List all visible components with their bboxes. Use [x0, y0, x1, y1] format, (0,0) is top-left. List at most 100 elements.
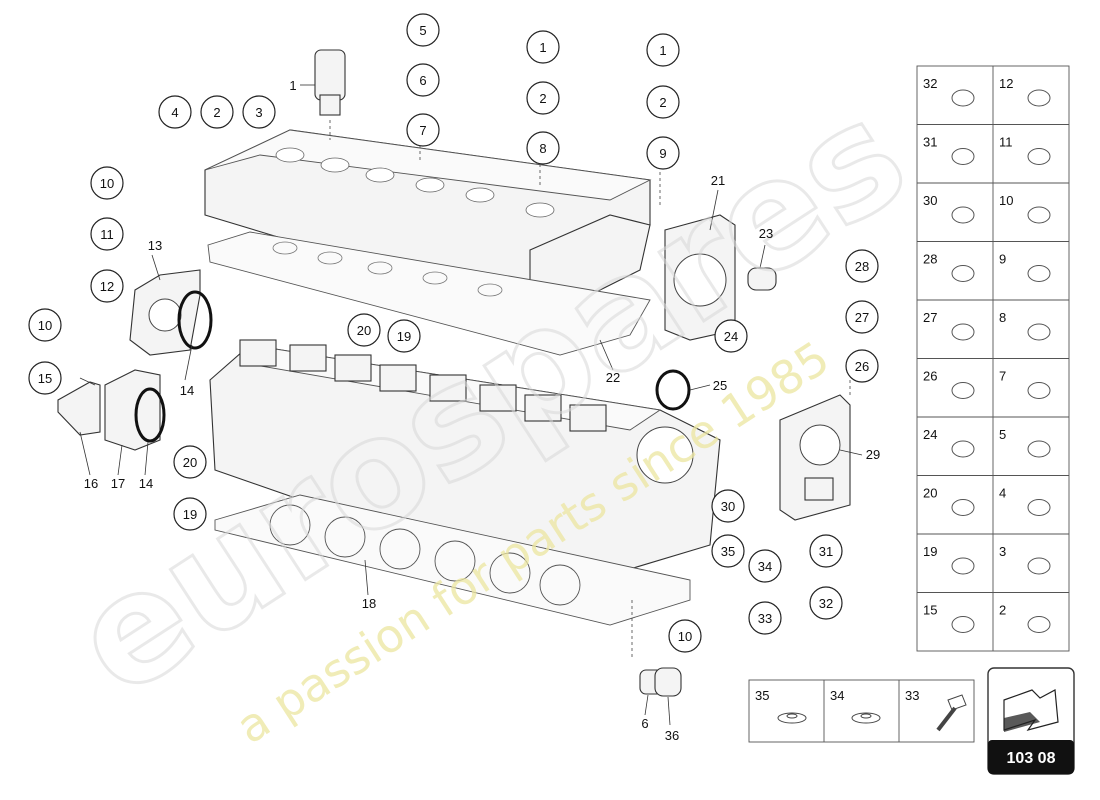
- legend-number-27: 27: [923, 310, 937, 325]
- leader-lines: [79, 84, 863, 726]
- svg-text:32: 32: [819, 596, 833, 611]
- part-thumbnail-icon: [1027, 265, 1051, 282]
- label-36: 36: [665, 728, 679, 743]
- part-labels: 1 13 14 14 16 17 21 22 23 25 29 18 6 36: [84, 78, 880, 743]
- svg-text:30: 30: [721, 499, 735, 514]
- callout-10: 10: [90, 166, 124, 200]
- svg-text:19: 19: [183, 507, 197, 522]
- end-cover-plate: [664, 214, 736, 341]
- o-ring-25: [655, 369, 691, 411]
- part-thumbnail-icon: [1027, 616, 1051, 633]
- svg-text:33: 33: [758, 611, 772, 626]
- part-thumbnail-icon: [951, 148, 975, 165]
- label-29: 29: [866, 447, 880, 462]
- label-23: 23: [759, 226, 773, 241]
- svg-text:9: 9: [659, 146, 666, 161]
- part-thumbnail-icon: [1027, 440, 1051, 458]
- svg-text:28: 28: [855, 259, 869, 274]
- svg-text:11: 11: [100, 227, 114, 242]
- legend-number-3: 3: [999, 544, 1006, 559]
- legend-bottom: 35 34 33: [748, 679, 975, 743]
- legend-number-30: 30: [923, 193, 937, 208]
- svg-text:15: 15: [38, 371, 52, 386]
- svg-text:7: 7: [419, 123, 426, 138]
- part-thumbnail-icon: [951, 89, 975, 107]
- svg-text:5: 5: [419, 23, 426, 38]
- o-ring-14-lower: [134, 387, 166, 443]
- svg-text:4: 4: [171, 105, 178, 120]
- part-thumbnail-icon: [951, 499, 975, 516]
- callout-33: 33: [748, 601, 782, 635]
- callouts: 5 6 7 1 2 8 1 2 9 4 2 3 10 11 12 10 15 2…: [28, 13, 879, 653]
- callout-2: 2: [200, 95, 234, 129]
- oil-filler-cap: [314, 49, 346, 116]
- cover-gasket: [207, 231, 651, 356]
- callout-7: 7: [406, 113, 440, 147]
- svg-text:26: 26: [855, 359, 869, 374]
- svg-text:3: 3: [255, 105, 262, 120]
- callout-20: 20: [173, 445, 207, 479]
- bolt-icon: [936, 694, 967, 732]
- legend-number-24: 24: [923, 427, 937, 442]
- legend-number-12: 12: [999, 76, 1013, 91]
- label-18: 18: [362, 596, 376, 611]
- svg-text:1: 1: [659, 43, 666, 58]
- callout-9: 9: [646, 136, 680, 170]
- callout-12: 12: [90, 269, 124, 303]
- label-14-lower: 14: [139, 476, 153, 491]
- legend-number-28: 28: [923, 252, 937, 267]
- callout-2: 2: [526, 81, 560, 115]
- legend-number-4: 4: [999, 486, 1006, 501]
- legend-number-2: 2: [999, 603, 1006, 618]
- page-reference: 103 08: [987, 667, 1075, 775]
- callout-27: 27: [845, 300, 879, 334]
- svg-text:1: 1: [539, 40, 546, 55]
- callout-10: 10: [668, 619, 702, 653]
- callout-20: 20: [347, 313, 381, 347]
- label-6: 6: [641, 716, 648, 731]
- callout-6: 6: [406, 63, 440, 97]
- flange-16: [57, 381, 101, 436]
- part-thumbnail-icon: [951, 206, 975, 224]
- cover-plate-29: [779, 394, 851, 521]
- cylinder-head-cover: [204, 129, 652, 311]
- callout-19: 19: [173, 497, 207, 531]
- part-thumbnail-icon: [951, 323, 975, 341]
- part-thumbnail-icon: [1027, 89, 1051, 107]
- part-thumbnail-icon: [1027, 148, 1051, 165]
- svg-text:8: 8: [539, 141, 546, 156]
- legend-number-10: 10: [999, 193, 1013, 208]
- svg-text:12: 12: [100, 279, 114, 294]
- legend-number-15: 15: [923, 603, 937, 618]
- callout-28: 28: [845, 249, 879, 283]
- callout-1: 1: [646, 33, 680, 67]
- label-22: 22: [606, 370, 620, 385]
- legend-number-5: 5: [999, 427, 1006, 442]
- svg-text:10: 10: [38, 318, 52, 333]
- part-thumbnail-icon: [951, 557, 975, 575]
- part-thumbnail-icon: [951, 265, 975, 282]
- svg-text:34: 34: [758, 559, 772, 574]
- cylinder-head: [209, 339, 721, 591]
- water-outlet-13: [129, 269, 201, 356]
- legend-number-8: 8: [999, 310, 1006, 325]
- callout-31: 31: [809, 534, 843, 568]
- flange-17: [104, 369, 161, 451]
- svg-text:10: 10: [678, 629, 692, 644]
- callout-3: 3: [242, 95, 276, 129]
- legend-number-7: 7: [999, 369, 1006, 384]
- legend-number-20: 20: [923, 486, 937, 501]
- svg-text:2: 2: [539, 91, 546, 106]
- part-thumbnail-icon: [951, 440, 975, 458]
- svg-text:20: 20: [183, 455, 197, 470]
- svg-text:6: 6: [419, 73, 426, 88]
- svg-text:19: 19: [397, 329, 411, 344]
- callout-2: 2: [646, 85, 680, 119]
- part-thumbnail-icon: [1027, 557, 1051, 575]
- svg-text:31: 31: [819, 544, 833, 559]
- legend-number-19: 19: [923, 544, 937, 559]
- plug-23: [747, 267, 777, 291]
- callout-35: 35: [711, 534, 745, 568]
- legend-number-9: 9: [999, 252, 1006, 267]
